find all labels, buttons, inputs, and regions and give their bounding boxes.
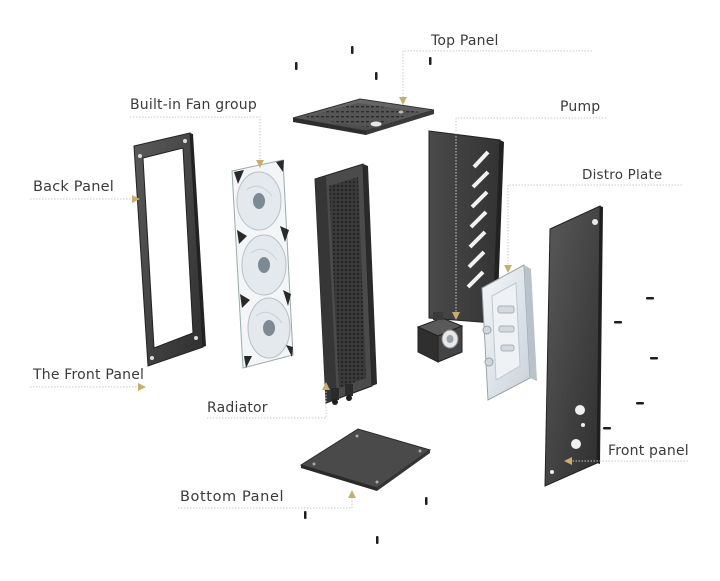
radiator-part: [314, 163, 377, 405]
back-panel-part: [133, 132, 206, 367]
pump-part: [416, 312, 464, 363]
label-fan-group: Built-in Fan group: [130, 97, 257, 113]
label-back-panel: Back Panel: [33, 179, 114, 195]
leader-lines: [30, 50, 688, 509]
label-distro-plate: Distro Plate: [582, 167, 663, 183]
front-panel-part: [544, 205, 603, 487]
top-panel-part: [292, 98, 435, 135]
label-pump: Pump: [560, 99, 601, 115]
leader-radiator: [207, 382, 330, 419]
distro-plate-part: [481, 264, 537, 401]
bottom-panel-part: [299, 428, 432, 491]
label-front-panel: Front panel: [608, 443, 689, 459]
leader-fan-group: [130, 116, 264, 168]
label-top-panel: Top Panel: [431, 33, 499, 49]
label-bottom-panel: Bottom Panel: [180, 489, 285, 505]
label-the-front-panel: The Front Panel: [33, 367, 145, 383]
label-radiator: Radiator: [207, 400, 268, 416]
leader-bottom-panel: [178, 490, 356, 509]
fan-group-part: [231, 159, 294, 369]
leader-top-panel: [399, 50, 592, 105]
screw-group: [295, 46, 658, 544]
pump-bracket-part: [428, 130, 504, 324]
leader-pump: [452, 117, 606, 320]
leader-distro-plate: [504, 184, 682, 273]
